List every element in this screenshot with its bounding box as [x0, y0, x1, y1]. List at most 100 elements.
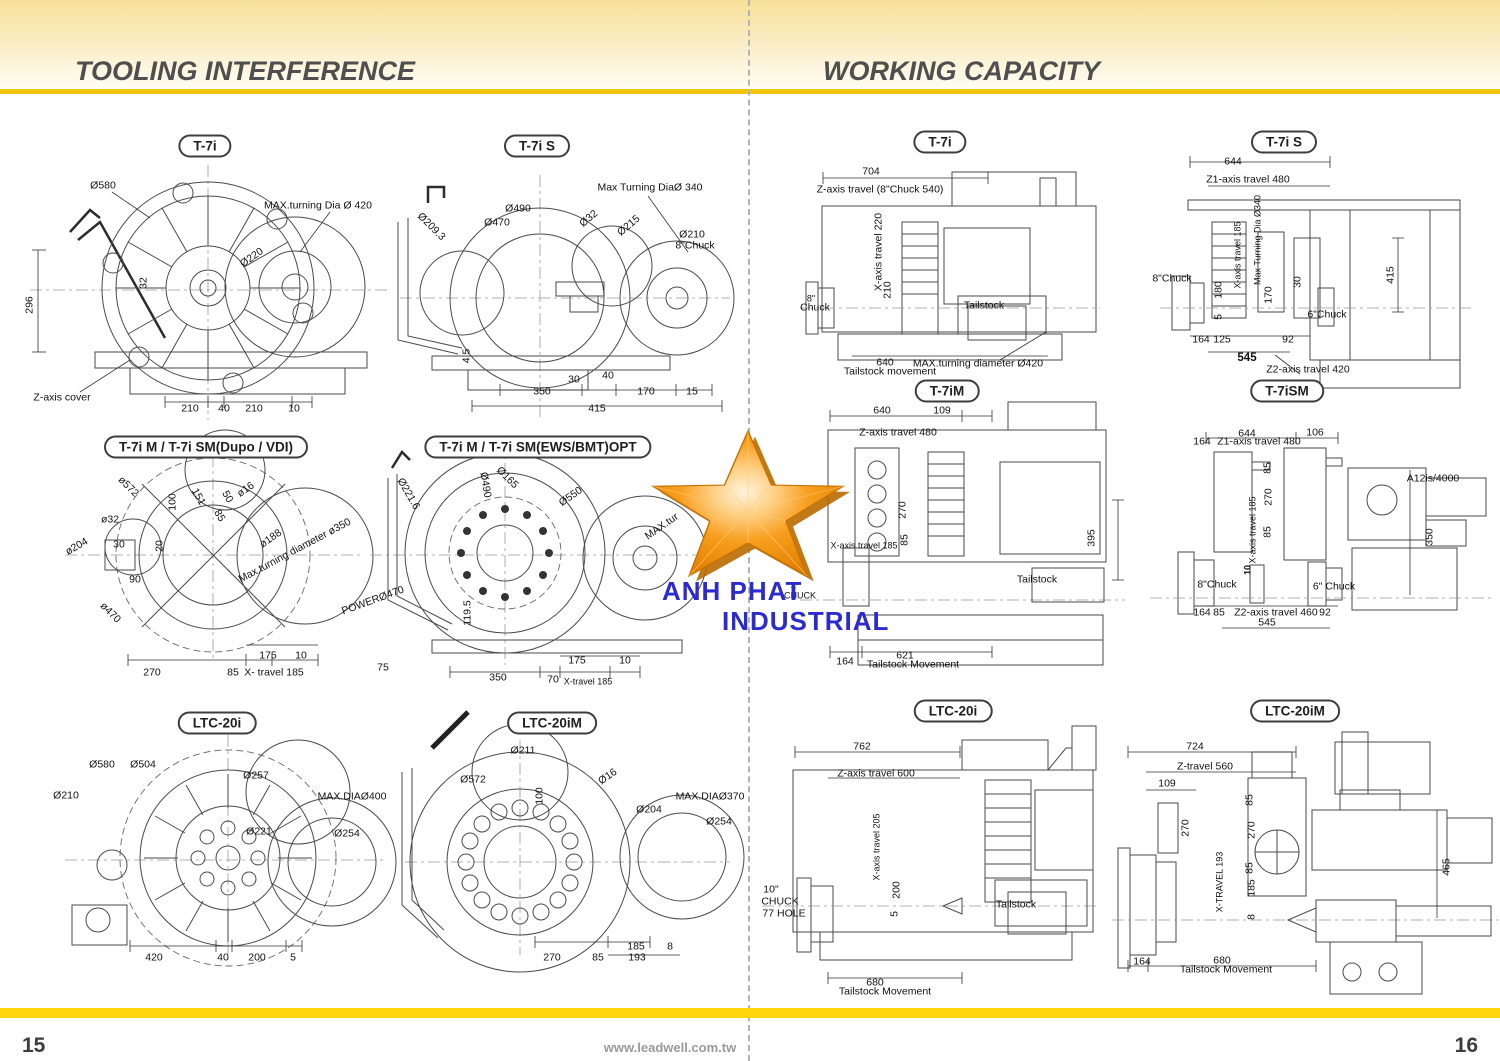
dim-label: 100: [533, 787, 546, 805]
dim-label: CHUCK: [761, 895, 799, 908]
dim-label: 621: [896, 649, 914, 662]
footer-url: www.leadwell.com.tw: [603, 1040, 737, 1055]
dim-label: 5: [888, 911, 901, 917]
dim-label: X-axis travel 205: [871, 813, 882, 881]
dim-label: 724: [1186, 740, 1204, 753]
dim-label: 6" Chuck: [1312, 580, 1356, 593]
dim-label: Max Turning Dia Ø340: [1252, 194, 1263, 286]
dim-label: X-axis travel 185: [830, 540, 898, 551]
dim-label: Ø254: [334, 827, 360, 840]
dim-label: 32: [137, 277, 150, 289]
page-number-right: 16: [1454, 1034, 1478, 1057]
dim-label: MAX.DIAØ400: [317, 790, 387, 803]
dim-label: Z1-axis travel 480: [1217, 435, 1301, 448]
dim-label: A12is/4000: [1406, 472, 1460, 485]
dim-label: 270: [1262, 488, 1275, 506]
dim-label: 270: [543, 951, 561, 964]
panel-title-t7im-ews-tooling: T-7i M / T-7i SM(EWS/BMT)OPT: [424, 435, 652, 459]
dim-label: X-axis travel 185: [1232, 221, 1243, 289]
dim-label: 8: [1245, 914, 1258, 920]
watermark-line2: INDUSTRIAL: [722, 606, 890, 636]
dim-label: 85: [1213, 606, 1225, 619]
drawing-t7is-wc: [1160, 156, 1475, 389]
dim-label: Ø221: [246, 825, 272, 838]
dim-label: 415: [1384, 266, 1397, 284]
dim-label: 415: [588, 402, 606, 415]
dim-label: 109: [1158, 777, 1176, 790]
drawing-ltc20i-wc: [762, 725, 1098, 984]
dim-label: 644: [1224, 155, 1242, 168]
section-title-working-capacity: WORKING CAPACITY: [823, 56, 1100, 86]
watermark-line1: ANH PHAT: [662, 576, 803, 606]
dim-label: Ø504: [130, 758, 156, 771]
dim-label: 185: [1245, 879, 1258, 897]
dim-label: 420: [145, 951, 163, 964]
header-rule: [0, 89, 1500, 94]
dim-label: 5: [1212, 314, 1225, 320]
dim-label: 85: [227, 666, 239, 679]
page-number-left: 15: [22, 1034, 46, 1057]
dim-label: Ø210: [679, 228, 705, 241]
dim-label: 164: [836, 655, 854, 668]
dim-label: Tailstock Movement: [1179, 963, 1273, 976]
drawing-t7i-tooling: [30, 165, 390, 420]
panel-title-ltc20i-tooling: LTC-20i: [177, 711, 257, 735]
dim-label: Z-travel 560: [1176, 760, 1234, 773]
drawing-ltc20i-tooling: [65, 735, 397, 967]
drawing-t7im-vdi-tooling: [65, 429, 374, 666]
dim-label: Chuck: [800, 301, 830, 314]
dim-label: 6"Chuck: [1307, 308, 1347, 321]
dim-label: Ø257: [243, 769, 269, 782]
dim-label: 40: [602, 369, 614, 382]
dim-label: 30: [113, 538, 125, 551]
dim-label: X-TRAVEL 193: [1214, 851, 1225, 913]
star-watermark: [650, 429, 851, 582]
dim-label: 296: [23, 296, 36, 314]
dim-label: 164: [1193, 606, 1211, 619]
dim-label: 119.5: [461, 600, 474, 626]
dim-label: 545: [1237, 351, 1257, 364]
dim-label: Z2-axis travel 460: [1234, 606, 1318, 619]
dim-label: 85: [1243, 862, 1256, 874]
page-header: [0, 0, 1500, 89]
dim-label: 640: [876, 356, 894, 369]
drawing-t7i-wc: [800, 171, 1100, 361]
drawing-t7im-ews-tooling: [370, 440, 708, 678]
dim-label: 4.5: [460, 348, 473, 364]
dim-label: Ø580: [90, 179, 116, 192]
drawing-t7ism-wc: [1150, 432, 1495, 629]
panel-title-t7i-tooling: T-7i: [178, 134, 232, 158]
dim-label: 5: [290, 951, 296, 964]
dim-label: 92: [1282, 333, 1294, 346]
dim-label: 180: [1212, 281, 1225, 299]
dim-label: 465: [1440, 858, 1453, 876]
panel-title-ltc20im-tooling: LTC-20iM: [507, 711, 597, 735]
dim-label: 270: [896, 501, 909, 519]
dim-label: Ø572: [460, 773, 486, 786]
dim-label: 680: [1213, 954, 1231, 967]
dim-label: 85: [1261, 462, 1274, 474]
dim-label: 92: [1319, 606, 1331, 619]
dim-label: Ø490: [505, 202, 531, 215]
dim-label: X-axis travel 185: [1247, 496, 1258, 564]
dim-label: 20: [153, 540, 166, 552]
dim-label: 10: [288, 402, 300, 415]
dim-label: 8"Chuck: [1197, 578, 1237, 591]
dim-label: Tailstock Movement: [838, 985, 932, 998]
dim-label: Tailstock Movement: [866, 658, 960, 671]
dim-label: X-travel 185: [563, 676, 613, 687]
dim-label: Z1-axis travel 480: [1206, 173, 1290, 186]
dim-label: MAX.turning Dia Ø 420: [264, 199, 372, 212]
dim-label: 350: [1423, 528, 1436, 546]
dim-label: 100: [166, 493, 179, 511]
dim-label: Tailstock: [995, 898, 1037, 911]
dim-label: 170: [637, 385, 655, 398]
dim-label: 8: [667, 940, 673, 953]
dim-label: Z2-axis travel 420: [1266, 363, 1350, 376]
panel-title-t7ism-wc: T-7iSM: [1250, 379, 1324, 403]
panel-title-ltc20i-wc: LTC-20i: [913, 699, 993, 723]
dim-label: 40: [218, 402, 230, 415]
dim-label: 10: [295, 649, 307, 662]
